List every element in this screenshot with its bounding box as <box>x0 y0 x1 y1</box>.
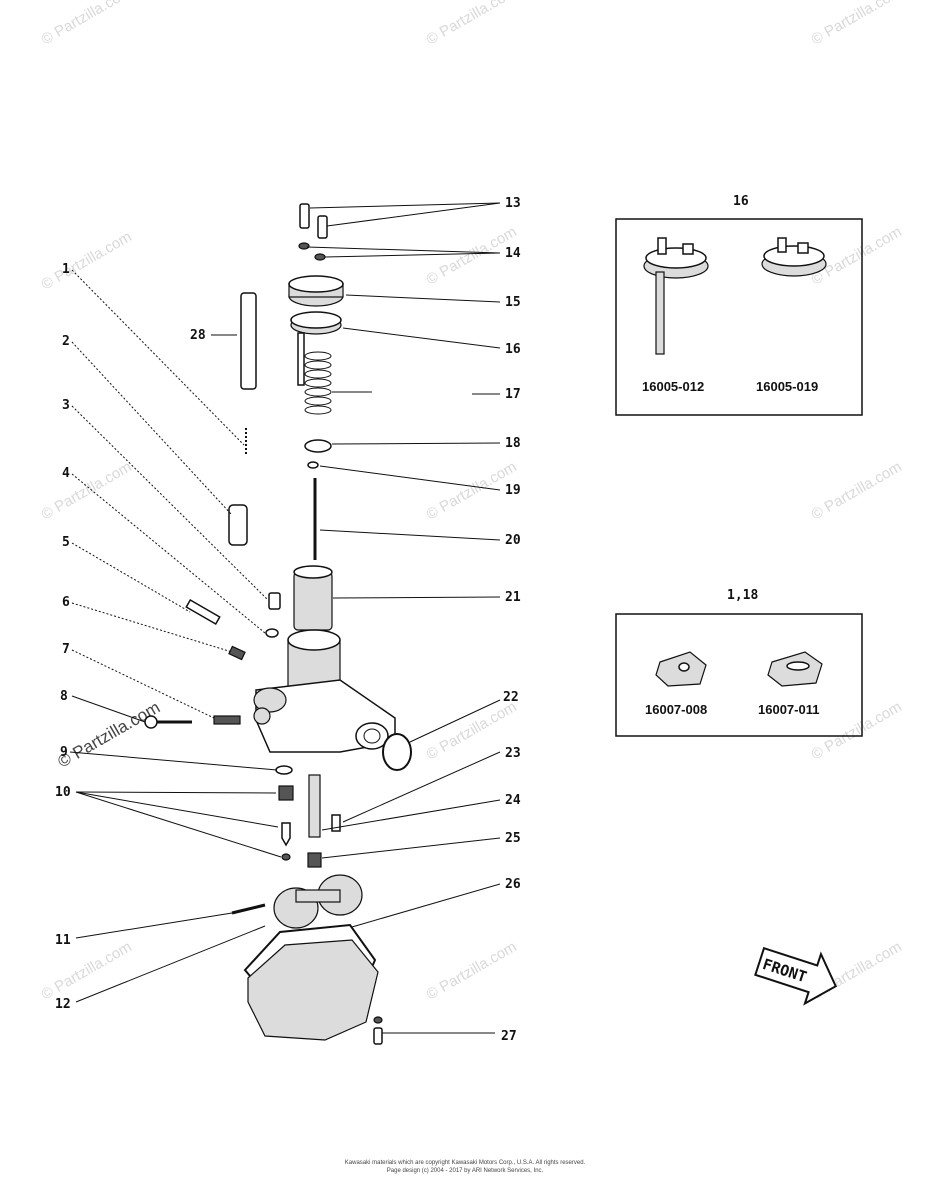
screw-part <box>299 203 310 229</box>
watermark: © Partzilla.com <box>39 0 135 48</box>
washer-part <box>275 765 293 775</box>
callout-17: 17 <box>505 387 521 402</box>
inset-frame <box>615 613 863 737</box>
washer-part <box>281 853 291 861</box>
bolt-part <box>268 592 281 610</box>
callout-16: 16 <box>505 342 521 357</box>
watermark: © Partzilla.com <box>39 938 135 1003</box>
washer-part <box>265 628 279 638</box>
watermark: © Partzilla.com <box>809 698 905 763</box>
watermark-group: © Partzilla.com © Partzilla.com © Partzi… <box>39 0 905 1003</box>
callout-28: 28 <box>190 328 206 343</box>
float-part <box>273 874 363 929</box>
mixing-chamber-top-part <box>297 332 305 386</box>
throttle-valve-part <box>293 571 333 631</box>
callout-21: 21 <box>505 590 521 605</box>
plate-slot <box>786 661 810 671</box>
inset-title: 16 <box>733 194 749 209</box>
watermark: © Partzilla.com <box>809 0 905 48</box>
main-jet-part <box>307 852 322 868</box>
parts-drawing <box>144 203 412 1045</box>
copyright-line: Page design (c) 2004 - 2017 by ARI Netwo… <box>387 1168 544 1174</box>
callout-18: 18 <box>505 436 521 451</box>
needle-clip-part <box>307 461 319 469</box>
needle-jet-part <box>308 774 321 838</box>
mixing-chamber-cap-part <box>288 275 344 293</box>
callout-26: 26 <box>505 877 521 892</box>
callout-24: 24 <box>505 793 521 808</box>
callout-12: 12 <box>55 997 71 1012</box>
callout-3: 3 <box>62 398 70 413</box>
callout-22: 22 <box>503 690 519 705</box>
carburetor-body-part <box>253 629 396 753</box>
inset-frame <box>615 218 863 416</box>
front-arrow: FRONT <box>754 946 838 1006</box>
watermark: © Partzilla.com <box>39 458 135 523</box>
callout-13: 13 <box>505 196 521 211</box>
callout-6: 6 <box>62 595 70 610</box>
o-ring-part <box>382 733 412 771</box>
callout-7: 7 <box>62 642 70 657</box>
callout-labels: 1 2 3 4 5 6 7 8 9 10 11 12 13 14 15 16 1… <box>55 196 521 1044</box>
screw-part <box>317 215 328 239</box>
plate-hole <box>678 662 690 672</box>
cap-variant-a-drawing <box>643 237 709 355</box>
callout-11: 11 <box>55 933 71 948</box>
callout-8: 8 <box>60 689 68 704</box>
spring-part <box>213 715 241 725</box>
part-number-b: 16005-019 <box>756 379 818 394</box>
float-valve-needle-part <box>281 822 291 847</box>
inset-box-16: 16 16005-012 16005-019 <box>615 194 863 416</box>
callout-2: 2 <box>62 334 70 349</box>
cap-variant-b-drawing <box>761 237 827 277</box>
spring-part <box>228 645 246 661</box>
callout-20: 20 <box>505 533 521 548</box>
callout-27: 27 <box>501 1029 517 1044</box>
air-screw-part <box>185 599 221 625</box>
float-valve-seat-part <box>278 785 294 801</box>
watermark: © Partzilla.com <box>424 0 520 48</box>
drain-screw-part <box>373 1027 383 1045</box>
tube-part <box>240 292 257 390</box>
float-bowl-part <box>247 939 379 1041</box>
needle-plate-part <box>304 439 332 453</box>
watermark: © Partzilla.com <box>809 458 905 523</box>
washer-part <box>314 253 326 261</box>
throttle-spring-part <box>304 351 332 415</box>
inset-box-1-18: 1,18 16007-008 16007-011 <box>615 588 863 737</box>
leader-lines <box>69 202 501 1034</box>
copyright-line: Kawasaki materials which are copyright K… <box>345 1160 586 1166</box>
float-pin-part <box>231 903 266 915</box>
callout-9: 9 <box>60 745 68 760</box>
throttle-valve-part <box>293 565 333 579</box>
part-number-a: 16005-012 <box>642 379 704 394</box>
part-number-a: 16007-008 <box>645 702 707 717</box>
inset-title: 1,18 <box>727 588 758 603</box>
pilot-jet-part <box>331 814 341 832</box>
callout-23: 23 <box>505 746 521 761</box>
washer-part <box>298 242 310 250</box>
drain-screw-part <box>373 1016 383 1024</box>
callout-25: 25 <box>505 831 521 846</box>
screw-part <box>144 715 158 729</box>
watermark: © Partzilla.com <box>39 228 135 293</box>
callout-5: 5 <box>62 535 70 550</box>
callout-15: 15 <box>505 295 521 310</box>
part-number-b: 16007-011 <box>758 702 819 717</box>
mixing-chamber-top-part <box>290 311 342 329</box>
watermark: © Partzilla.com <box>424 938 520 1003</box>
callout-4: 4 <box>62 466 70 481</box>
callout-19: 19 <box>505 483 521 498</box>
callout-1: 1 <box>62 262 70 277</box>
callout-10: 10 <box>55 785 71 800</box>
cap-part <box>228 504 248 546</box>
callout-14: 14 <box>505 246 521 261</box>
